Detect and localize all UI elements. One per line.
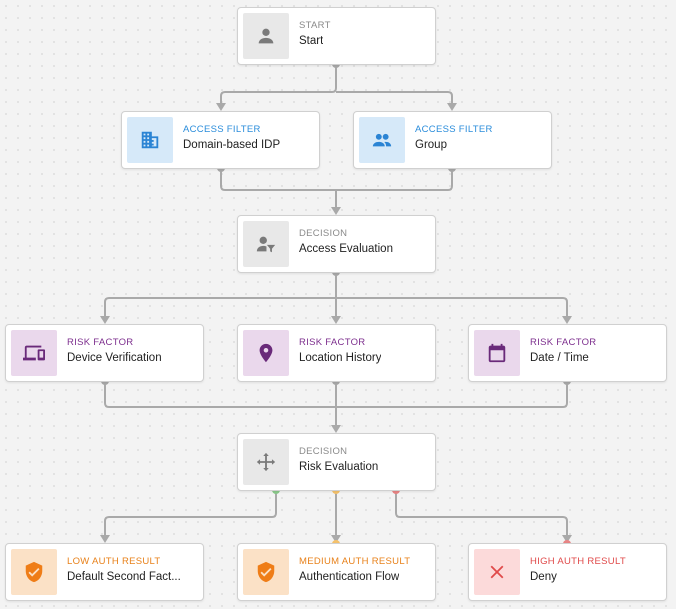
node-risk-date-time[interactable]: RISK FACTOR Date / Time (468, 324, 667, 382)
node-kind: RISK FACTOR (67, 337, 134, 348)
move-arrows-icon (243, 439, 289, 485)
arrow-down-icon (331, 535, 341, 543)
arrow-down-icon (216, 103, 226, 111)
arrow-down-icon (331, 316, 341, 324)
arrow-down-icon (562, 316, 572, 324)
group-icon (359, 117, 405, 163)
arrow-down-icon (100, 316, 110, 324)
node-result-high[interactable]: HIGH AUTH RESULT Deny (468, 543, 667, 601)
shield-check-icon (243, 549, 289, 595)
location-pin-icon (243, 330, 289, 376)
calendar-icon (474, 330, 520, 376)
node-label: Location History (299, 352, 382, 364)
node-label: Default Second Fact... (67, 571, 181, 583)
arrow-down-icon (562, 535, 572, 543)
edge-risk-eval-to-high (395, 490, 568, 535)
devices-icon (11, 330, 57, 376)
building-icon (127, 117, 173, 163)
node-start[interactable]: START Start (237, 7, 436, 65)
node-kind: ACCESS FILTER (415, 124, 493, 135)
edge-risk-eval-to-low (104, 490, 277, 535)
node-kind: LOW AUTH RESULT (67, 556, 161, 567)
node-kind: DECISION (299, 446, 348, 457)
node-access-filter-group[interactable]: ACCESS FILTER Group (353, 111, 552, 169)
close-icon (474, 549, 520, 595)
node-decision-risk-evaluation[interactable]: DECISION Risk Evaluation (237, 433, 436, 491)
node-decision-access-evaluation[interactable]: DECISION Access Evaluation (237, 215, 436, 273)
node-kind: HIGH AUTH RESULT (530, 556, 626, 567)
shield-check-icon (11, 549, 57, 595)
node-kind: ACCESS FILTER (183, 124, 261, 135)
edge-filters-merge (220, 168, 453, 191)
arrow-down-icon (331, 207, 341, 215)
arrow-down-icon (331, 425, 341, 433)
person-icon (243, 13, 289, 59)
node-kind: RISK FACTOR (299, 337, 366, 348)
node-label: Risk Evaluation (299, 461, 379, 473)
person-filter-icon (243, 221, 289, 267)
node-label: Deny (530, 571, 557, 583)
node-risk-device-verification[interactable]: RISK FACTOR Device Verification (5, 324, 204, 382)
node-kind: RISK FACTOR (530, 337, 597, 348)
node-label: Device Verification (67, 352, 162, 364)
node-result-low[interactable]: LOW AUTH RESULT Default Second Fact... (5, 543, 204, 601)
node-result-medium[interactable]: MEDIUM AUTH RESULT Authentication Flow (237, 543, 436, 601)
node-kind: START (299, 20, 331, 31)
node-label: Start (299, 35, 324, 47)
node-label: Access Evaluation (299, 243, 393, 255)
node-label: Authentication Flow (299, 571, 400, 583)
node-access-filter-domain[interactable]: ACCESS FILTER Domain-based IDP (121, 111, 320, 169)
node-label: Date / Time (530, 352, 589, 364)
node-risk-location-history[interactable]: RISK FACTOR Location History (237, 324, 436, 382)
edge-start-to-domain (220, 64, 337, 103)
edge-start-to-group (336, 91, 453, 103)
node-label: Domain-based IDP (183, 139, 281, 151)
arrow-down-icon (100, 535, 110, 543)
node-kind: DECISION (299, 228, 348, 239)
node-kind: MEDIUM AUTH RESULT (299, 556, 411, 567)
arrow-down-icon (447, 103, 457, 111)
node-label: Group (415, 139, 447, 151)
